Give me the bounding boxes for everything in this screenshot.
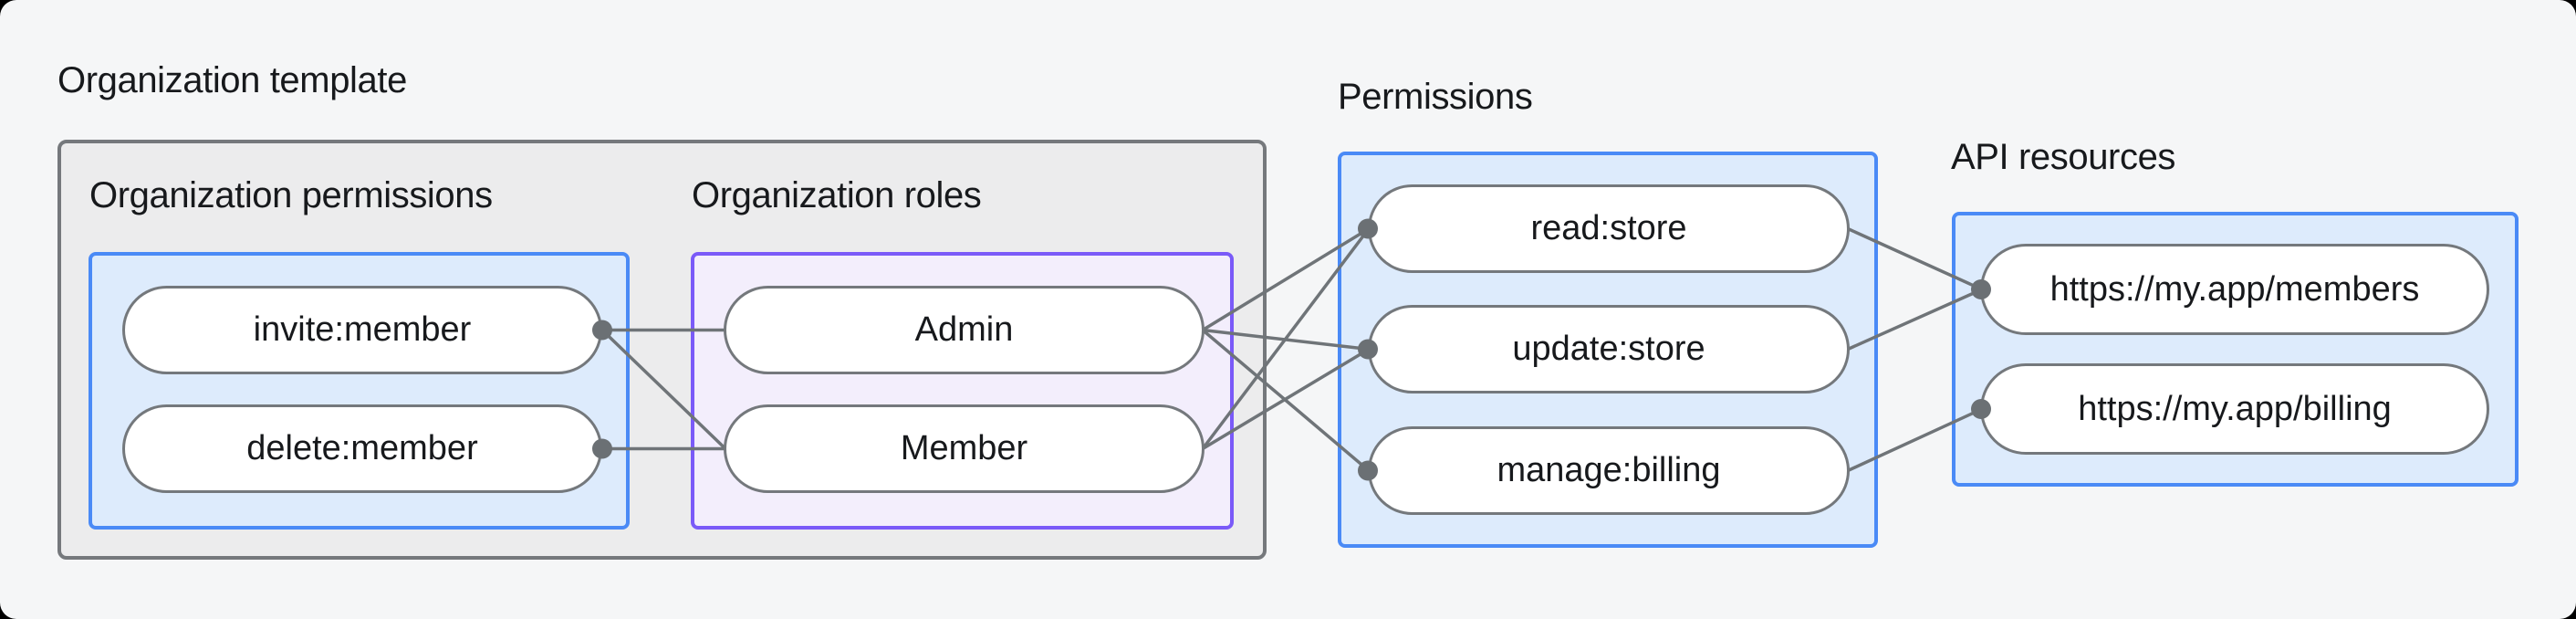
connector-dot-manage-billing [1358,460,1378,481]
edge-manage-billing-to-billing-api [1847,407,1983,473]
permissions-label: Permissions [1338,77,1533,117]
node-api-billing: https://my.app/billing [1980,363,2489,455]
api-resources-label: API resources [1951,137,2176,177]
connector-dot-update-store [1358,339,1378,360]
org-roles-label: Organization roles [692,175,982,215]
edge-member-to-read-store [1201,227,1371,450]
node-delete-member: delete:member [122,404,602,493]
node-member-role: Member [724,404,1205,493]
edge-update-store-to-members-api [1847,288,1983,351]
connector-dot-api-billing [1971,399,1991,419]
node-invite-member: invite:member [122,286,602,374]
connector-dot-read-store [1358,218,1378,239]
edge-admin-to-read-store [1202,227,1370,331]
edge-read-store-to-members-api [1847,226,1983,291]
edge-invite-member-to-member [600,329,727,450]
node-admin-role: Admin [724,286,1205,374]
connector-dot-invite-member [592,320,612,341]
connector-dot-api-members [1971,279,1991,299]
connector-dot-delete-member [592,438,612,459]
org-template-title: Organization template [57,60,407,100]
node-read-store: read:store [1368,184,1850,273]
edge-member-to-update-store [1202,347,1370,451]
node-manage-billing: manage:billing [1368,426,1850,515]
node-update-store: update:store [1368,305,1850,393]
org-permissions-label: Organization permissions [89,175,493,215]
